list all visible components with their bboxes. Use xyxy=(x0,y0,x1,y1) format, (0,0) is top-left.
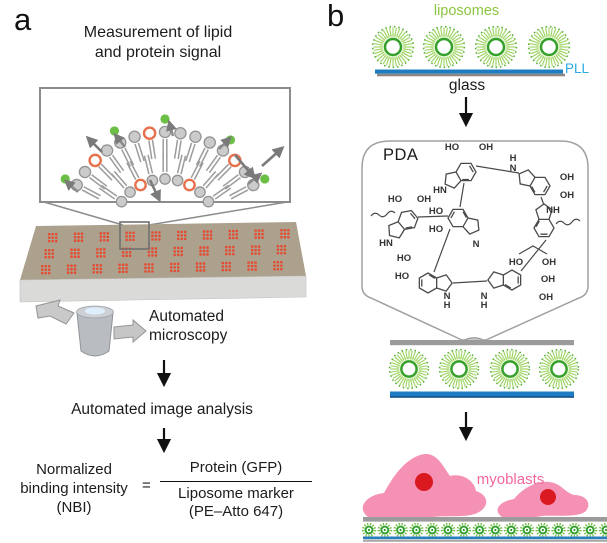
svg-text:H: H xyxy=(481,300,488,311)
pll-layer-edge xyxy=(390,396,574,398)
svg-text:HO: HO xyxy=(509,257,523,268)
myoblast-cells xyxy=(362,454,589,521)
svg-text:N: N xyxy=(444,291,451,302)
svg-text:HO: HO xyxy=(397,253,411,264)
svg-text:HO: HO xyxy=(429,206,443,217)
pll-layer xyxy=(390,391,574,397)
glass-label: glass xyxy=(448,77,486,94)
pda-layer xyxy=(363,517,607,522)
microarray-spot-grid xyxy=(41,228,290,275)
formula-numerator: Protein (GFP) xyxy=(189,459,283,476)
svg-text:OH: OH xyxy=(560,172,574,183)
svg-text:OH: OH xyxy=(539,292,553,303)
svg-text:HO: HO xyxy=(445,142,459,153)
svg-text:N: N xyxy=(473,239,480,250)
highlighted-spot-box xyxy=(119,221,150,250)
cell-nucleus xyxy=(540,489,556,505)
svg-text:OH: OH xyxy=(479,142,493,153)
liposomes-label: liposomes xyxy=(433,3,500,19)
svg-text:OH: OH xyxy=(541,274,555,285)
glass-layer xyxy=(377,73,565,77)
inset-funnel-lines xyxy=(43,201,288,226)
polymer-continuation-squiggle xyxy=(370,210,581,226)
pll-layer xyxy=(375,69,563,74)
pda-layer xyxy=(390,340,574,346)
pll-layer xyxy=(363,536,607,540)
panel-a-label: a xyxy=(14,2,32,37)
cell-nucleus xyxy=(415,473,433,491)
panel-b-label: b xyxy=(327,0,345,33)
svg-text:OH: OH xyxy=(542,257,556,268)
svg-text:N: N xyxy=(481,291,488,302)
svg-text:OH: OH xyxy=(417,194,431,205)
pda-label: PDA xyxy=(383,146,419,164)
svg-text:HN: HN xyxy=(379,238,393,249)
svg-text:HO: HO xyxy=(388,194,402,205)
pll-label: PLL xyxy=(565,61,590,76)
diffusion-arrow-icons xyxy=(85,135,285,203)
svg-text:H: H xyxy=(444,300,451,311)
formula-equals: = xyxy=(142,477,151,494)
myoblasts-label: myoblasts xyxy=(476,471,545,488)
protein-binding-arrow-icons xyxy=(63,119,263,193)
formula-fraction: Protein (GFP) Liposome marker(PE–Atto 64… xyxy=(160,459,312,521)
pda-structure: HO OH HN H N OH OH NH HO OH HO OH HN HO … xyxy=(370,142,581,311)
liposomes-under-pda xyxy=(388,348,580,390)
svg-text:HN: HN xyxy=(433,185,447,196)
pda-magnifier-bubble xyxy=(361,140,589,341)
microscope-icon xyxy=(35,299,147,357)
glass-layer xyxy=(363,539,607,542)
svg-text:HO: HO xyxy=(395,271,409,282)
svg-text:N: N xyxy=(510,163,517,174)
microarray-slide xyxy=(19,222,307,303)
svg-text:NH: NH xyxy=(546,205,560,216)
svg-text:H: H xyxy=(510,153,517,164)
svg-text:OH: OH xyxy=(560,190,574,201)
liposome-monolayer xyxy=(361,522,607,538)
liposomes-on-pll xyxy=(371,25,571,69)
svg-text:HO: HO xyxy=(429,224,443,235)
pda-atom-labels: HO OH HN H N OH OH NH HO OH HO OH HN HO … xyxy=(379,142,574,311)
formula-denominator: Liposome marker(PE–Atto 647) xyxy=(160,481,312,521)
image-analysis-label: Automated image analysis xyxy=(71,401,253,418)
